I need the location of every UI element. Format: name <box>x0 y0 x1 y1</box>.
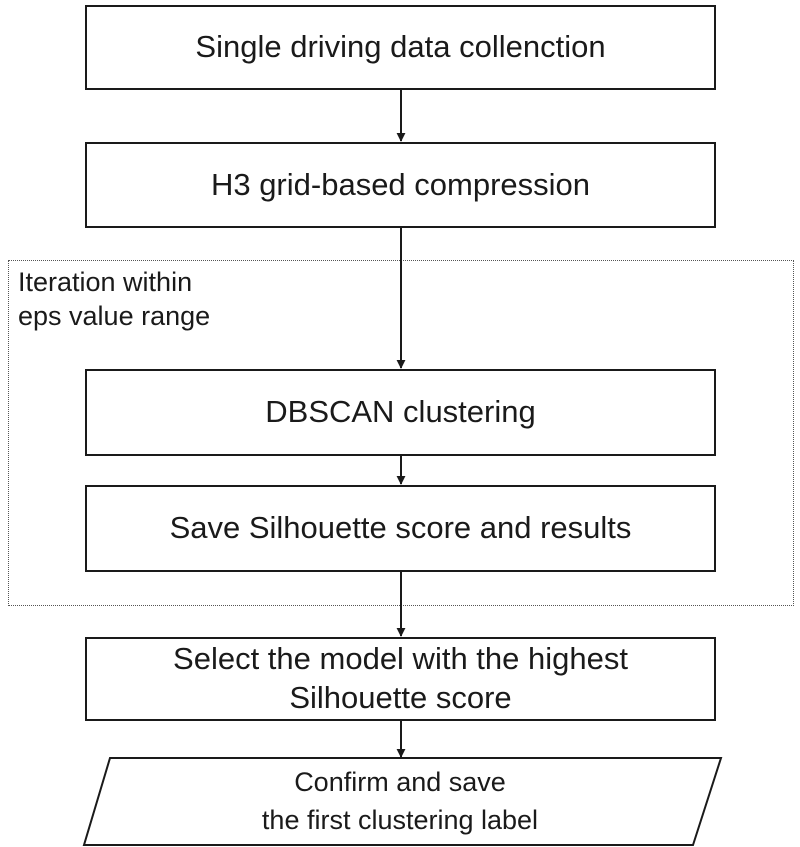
step-data-collection-label: Single driving data collenction <box>195 29 606 65</box>
step-h3-compression: H3 grid-based compression <box>85 142 716 228</box>
confirm-parallelogram-shape <box>82 757 723 846</box>
step-save-silhouette-label: Save Silhouette score and results <box>169 510 632 546</box>
iteration-group-label-line-1: Iteration within <box>18 267 193 297</box>
step-confirm-label-line-1: Confirm and save <box>294 767 506 798</box>
step-h3-compression-label: H3 grid-based compression <box>210 166 591 202</box>
step-select-model-line-1: Select the model with the highest <box>173 641 628 677</box>
step-dbscan-clustering: DBSCAN clustering <box>85 369 716 456</box>
step-confirm-label-line-2: the first clustering label <box>261 805 539 835</box>
step-dbscan-clustering-label: DBSCAN clustering <box>265 394 536 430</box>
step-confirm-label: Confirm and save the first clustering la… <box>100 760 700 844</box>
step-select-model-line-2: Silhouette score <box>289 680 512 715</box>
step-data-collection: Single driving data collenction <box>85 5 716 90</box>
iteration-group-label-line-2: eps value range <box>18 300 211 331</box>
step-select-model: Select the model with the highest Silhou… <box>85 637 716 721</box>
step-save-silhouette: Save Silhouette score and results <box>85 485 716 572</box>
iteration-group-label: Iteration within eps value range <box>18 266 210 334</box>
